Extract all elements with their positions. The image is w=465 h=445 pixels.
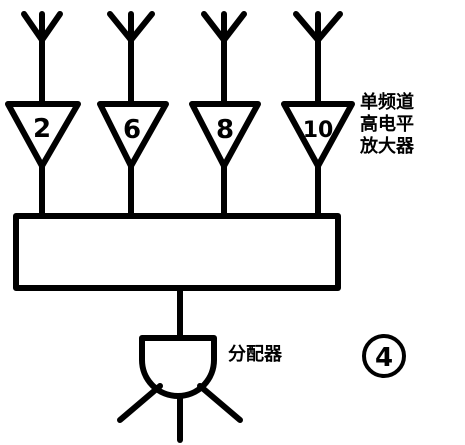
amplifier-label-line-3: 放大器 bbox=[359, 135, 415, 157]
channel-number-label: 8 bbox=[216, 115, 234, 145]
splitter-label: 分配器 bbox=[228, 344, 283, 365]
amplifier-label-line-2: 高电平 bbox=[360, 113, 414, 135]
antenna-icon bbox=[293, 11, 343, 53]
amplifier-description-label: 单频道 高电平 放大器 bbox=[359, 91, 415, 157]
single-channel-amplifier: 10 bbox=[281, 101, 355, 169]
antenna-icon bbox=[21, 11, 63, 53]
antenna-icon bbox=[201, 11, 247, 53]
channel-number-label: 10 bbox=[303, 118, 334, 143]
channel-column-8: 8 bbox=[189, 11, 261, 219]
channel-number-label: 2 bbox=[33, 114, 51, 144]
channel-number-label: 6 bbox=[123, 115, 141, 145]
channel-column-10: 10 bbox=[281, 11, 355, 219]
antenna-icon bbox=[107, 11, 155, 53]
single-channel-amplifier: 2 bbox=[5, 101, 81, 169]
splitter-output-lines bbox=[117, 383, 243, 443]
channel-column-6: 6 bbox=[97, 11, 169, 219]
single-channel-amplifier: 8 bbox=[189, 101, 261, 169]
figure-number-badge: 4 bbox=[362, 334, 406, 378]
channel-column-2: 2 bbox=[5, 11, 81, 219]
mixer-box bbox=[13, 213, 341, 291]
amplifier-label-line-1: 单频道 bbox=[360, 91, 414, 113]
figure-number: 4 bbox=[375, 343, 393, 373]
single-channel-amplifier: 6 bbox=[97, 101, 169, 169]
